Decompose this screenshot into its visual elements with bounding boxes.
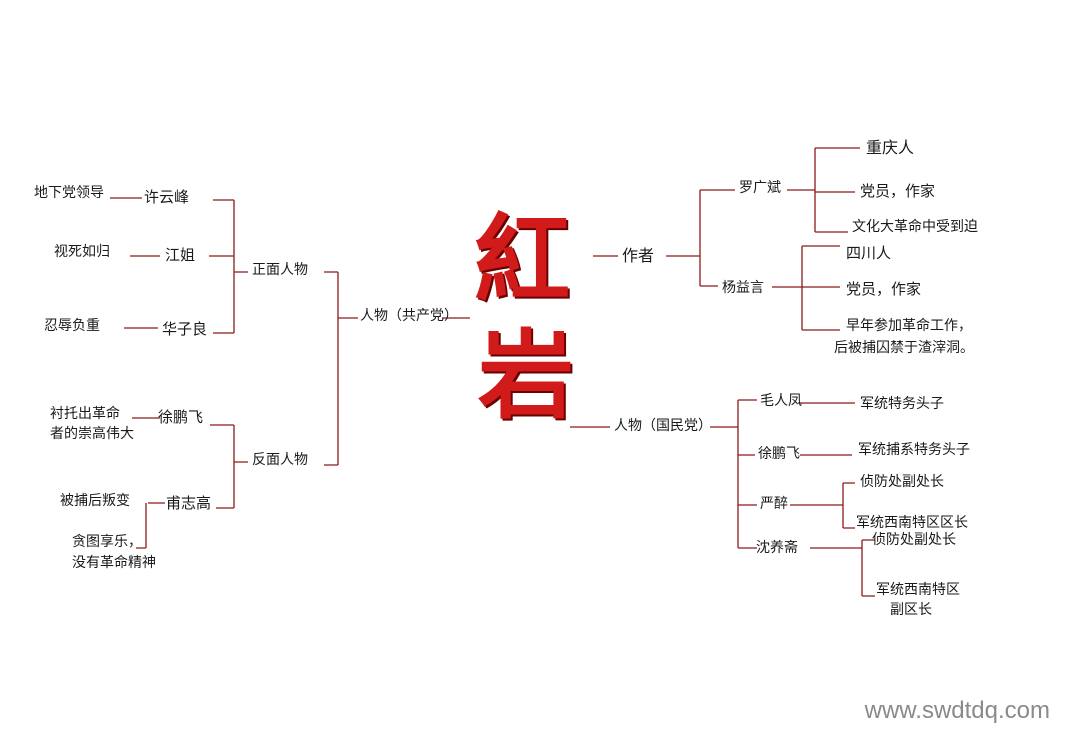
author-fact: 后被捕囚禁于渣滓洞。 [834,340,974,356]
positive-name: 华子良 [162,320,208,338]
connector-yan-facts [790,482,855,529]
author-fact: 早年参加革命工作， [846,318,972,334]
gmd-name-yan: 严醉 [760,496,788,512]
positive-desc: 视死如归 [54,244,110,260]
gmd-fact: 侦防处副处长 [872,532,956,548]
author-name-yang: 杨益言 [722,280,764,296]
negative-desc: 被捕后叛变 [60,493,130,509]
positive-name: 江姐 [165,246,196,264]
positive-name: 许云峰 [144,188,190,206]
gmd-fact: 军统捕系特务头子 [858,442,970,458]
negative-name: 甫志高 [166,494,212,512]
positive-label: 正面人物 [252,262,308,278]
negative-name: 徐鹏飞 [158,408,204,426]
title-char-hong: 紅 [474,203,570,316]
title-char-yan: 岩 [478,319,574,432]
author-fact: 文化大革命中受到迫 [852,219,978,235]
cpc-label: 人物（共产党） [360,308,458,324]
author-fact: 党员，作家 [860,182,936,200]
connector-positive-names [110,197,160,329]
connector-author-bracket [666,189,735,287]
gmd-fact: 军统西南特区 [876,582,960,598]
connector-negative-names [132,417,165,549]
author-fact: 重庆人 [866,138,915,157]
connector-positive-bracket [209,199,248,334]
connector-shen-facts [810,539,875,597]
gmd-fact: 侦防处副处长 [860,474,944,490]
gmd-fact: 军统特务头子 [860,396,944,412]
positive-desc: 地下党领导 [34,185,104,201]
watermark: www.swdtdq.com [864,697,1050,724]
connector-gmd-bracket [710,399,757,549]
author-label: 作者 [622,246,655,265]
connector-luo-facts [787,147,860,233]
gmd-name-shen: 沈养斋 [756,540,798,556]
author-name-luo: 罗广斌 [739,180,781,196]
gmd-fact: 军统西南特区区长 [856,515,968,531]
negative-desc: 衬托出革命 [50,406,120,422]
negative-desc: 贪图享乐， [72,534,142,550]
gmd-label: 人物（国民党） [614,418,712,434]
author-fact: 党员，作家 [846,280,922,298]
gmd-fact: 副区长 [890,602,932,618]
connector-yang-facts [772,245,840,331]
positive-desc: 忍辱负重 [44,318,100,334]
author-fact: 四川人 [846,244,892,262]
negative-label: 反面人物 [252,452,308,468]
negative-desc: 没有革命精神 [72,555,156,571]
negative-desc: 者的崇高伟大 [50,426,134,442]
gmd-name-mao: 毛人凤 [760,393,802,409]
connector-negative-bracket [210,424,248,509]
connector-cpc-bracket [324,271,358,466]
gmd-name-xu: 徐鹏飞 [758,446,800,462]
